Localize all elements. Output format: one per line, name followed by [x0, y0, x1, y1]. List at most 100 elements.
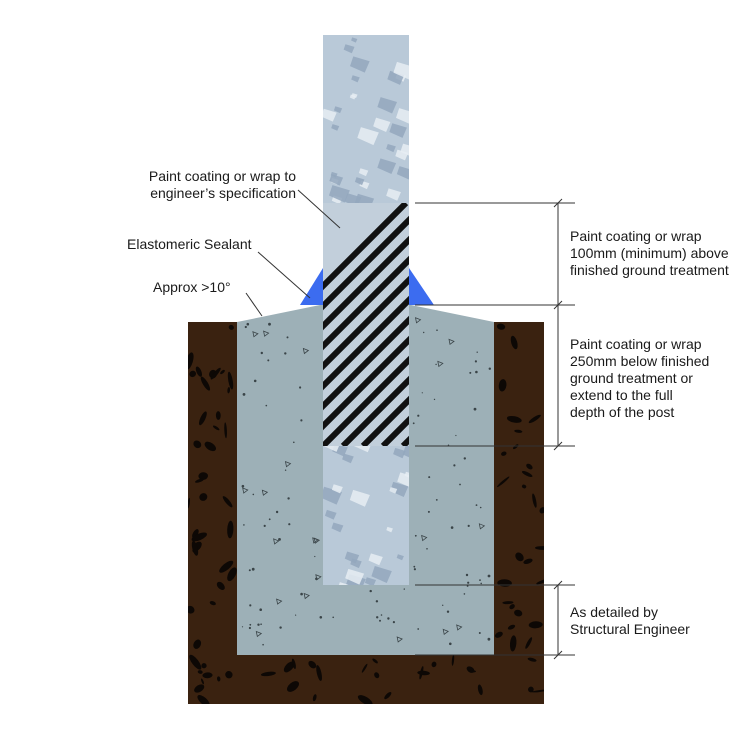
aggregate-dot	[463, 593, 466, 595]
soil-speck	[209, 601, 216, 606]
aggregate-dot	[295, 614, 297, 616]
soil-speck	[224, 422, 227, 439]
spangle-flake	[386, 526, 393, 533]
soil-speck	[202, 672, 213, 679]
aggregate-stone	[414, 317, 422, 324]
label-below-ground: Paint coating or wrap 250mm below finish…	[570, 336, 710, 420]
soil-speck	[535, 546, 544, 550]
aggregate-dot	[435, 499, 438, 501]
paint-coating-hatch	[323, 203, 409, 446]
soil-speck	[528, 686, 534, 693]
aggregate-dot	[265, 404, 268, 407]
spangle-flake	[345, 568, 365, 585]
aggregate-dot	[475, 504, 478, 506]
hatch-line	[323, 235, 409, 331]
soil-speck	[227, 520, 234, 539]
aggregate-dot	[469, 371, 472, 374]
aggregate-stone	[315, 574, 322, 581]
soil-speck	[210, 367, 221, 380]
spangle-flake	[393, 447, 406, 459]
hatch-line	[323, 335, 409, 431]
aggregate-dot	[284, 469, 287, 471]
aggregate-dot	[262, 643, 264, 646]
label-paint-spec: Paint coating or wrap to engineer’s spec…	[148, 168, 296, 201]
soil-speck	[228, 324, 234, 330]
aggregate-dot	[473, 407, 477, 411]
spangle-flake	[396, 166, 409, 180]
aggregate-dot	[251, 567, 255, 571]
soil-speck	[496, 323, 506, 330]
aggregate-dot	[474, 360, 477, 363]
soil-speck	[514, 609, 523, 617]
aggregate-stone	[448, 338, 455, 346]
spangle-flake	[354, 177, 365, 186]
hatch-line	[340, 375, 409, 446]
aggregate-dot	[319, 616, 323, 619]
aggregate-dot	[423, 331, 425, 334]
label-angle: Approx >10°	[153, 279, 231, 295]
soil-speck	[494, 631, 503, 638]
soil-speck	[536, 578, 544, 585]
aggregate-dot	[252, 493, 255, 496]
spangle-flake	[389, 123, 407, 138]
aggregate-dot	[279, 626, 282, 629]
soil-speck	[515, 552, 524, 562]
aggregate-dot	[463, 457, 466, 460]
soil-speck	[188, 605, 195, 614]
aggregate-dot	[435, 363, 437, 366]
aggregate-dot	[375, 600, 379, 603]
aggregate-dot	[284, 352, 287, 355]
aggregate-dot	[314, 555, 316, 558]
aggregate-dot	[286, 336, 289, 339]
sealant-left	[300, 268, 323, 305]
soil-speck	[191, 532, 207, 542]
soil-speck	[477, 684, 483, 696]
aggregate-dot	[299, 386, 302, 389]
aggregate-dot	[259, 608, 263, 611]
soil-speck	[188, 352, 194, 370]
soil-speck	[216, 581, 225, 590]
spangle-flake	[404, 471, 409, 478]
soil-speck	[215, 411, 221, 420]
soil-speck	[509, 604, 515, 610]
soil-speck	[283, 661, 295, 673]
hatch-line	[323, 315, 409, 411]
aggregate-dot	[260, 351, 263, 355]
sealant-right	[409, 268, 434, 305]
soil-speck	[260, 671, 276, 677]
aggregate-dot	[275, 510, 279, 514]
soil-speck	[227, 387, 231, 394]
aggregate-dot	[260, 623, 262, 625]
aggregate-dot	[475, 370, 478, 374]
aggregate-dot	[241, 484, 245, 488]
soil-speck	[201, 663, 207, 669]
aggregate-stone	[255, 630, 263, 638]
soil-speck	[219, 560, 234, 573]
spangle-flake	[400, 143, 409, 156]
aggregate-dot	[487, 637, 491, 641]
soil-speck	[514, 429, 523, 433]
aggregate-dot	[459, 483, 461, 486]
soil-speck	[195, 366, 203, 377]
aggregate-dot	[450, 526, 454, 529]
aggregate-dot	[246, 322, 250, 326]
aggregate-dot	[467, 581, 470, 584]
aggregate-dot	[369, 589, 372, 593]
aggregate-stone	[263, 330, 270, 337]
soil-speck	[199, 411, 207, 426]
spangle-flake	[393, 61, 409, 80]
hatch-line	[323, 275, 409, 371]
aggregate-dot	[268, 518, 271, 521]
spangle-flake	[323, 108, 337, 122]
soil-speck	[222, 496, 233, 508]
label-elastomeric-sealant: Elastomeric Sealant	[127, 236, 252, 252]
soil-speck	[510, 335, 518, 350]
aggregate-stone	[273, 538, 280, 545]
aggregate-dot	[379, 619, 381, 622]
label-above-ground: Paint coating or wrap 100mm (minimum) ab…	[570, 228, 729, 278]
aggregate-dot	[449, 642, 452, 646]
spangle-flake	[395, 108, 409, 124]
aggregate-stone	[478, 523, 486, 530]
spangle-flake	[351, 37, 358, 43]
aggregate-dot	[248, 626, 251, 630]
